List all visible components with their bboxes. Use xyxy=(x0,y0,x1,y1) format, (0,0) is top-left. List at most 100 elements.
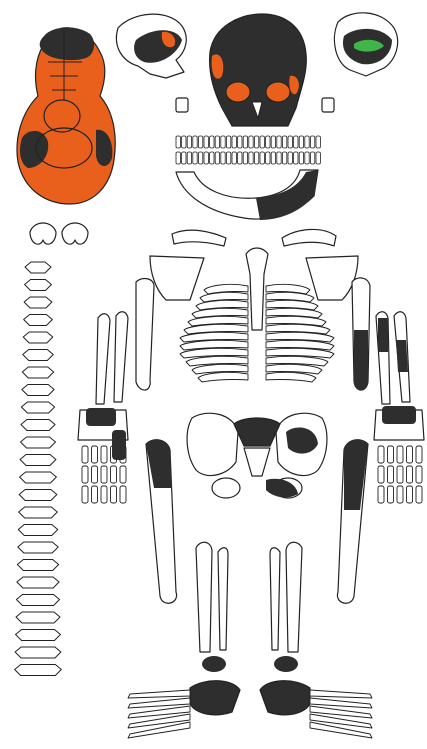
vertebra-1 xyxy=(25,262,51,273)
tooth-upper-6 xyxy=(210,136,214,148)
tooth-lower-12 xyxy=(243,152,247,164)
phalanx-right-2-2 xyxy=(388,466,394,483)
tooth-lower-20 xyxy=(288,152,292,164)
rib-right-12 xyxy=(266,372,316,382)
fibula-left xyxy=(218,548,228,650)
phalanx-right-5-3 xyxy=(416,486,422,503)
tooth-lower-16 xyxy=(266,152,270,164)
tooth-upper-11 xyxy=(238,136,242,148)
vertebra-7 xyxy=(22,367,53,378)
vertebra-12 xyxy=(20,455,56,466)
tooth-lower-2 xyxy=(187,152,191,164)
sternum xyxy=(246,248,268,330)
phalanx-left-2-2 xyxy=(92,466,98,483)
metatarsal-left-2 xyxy=(128,698,190,708)
vertebral-column xyxy=(15,262,62,676)
clavicles xyxy=(172,229,336,246)
scapula-right xyxy=(306,256,358,300)
skull-anterior-view xyxy=(210,14,307,126)
scapula-left xyxy=(150,256,204,300)
tooth-upper-5 xyxy=(204,136,208,148)
phalanx-left-2-3 xyxy=(92,486,98,503)
phalanx-left-1-2 xyxy=(82,466,88,483)
tarsals-left-dark xyxy=(190,681,240,715)
vertebra-16 xyxy=(18,525,58,536)
tooth-lower-7 xyxy=(215,152,219,164)
tooth-lower-19 xyxy=(282,152,286,164)
tooth-lower-5 xyxy=(204,152,208,164)
tooth-upper-19 xyxy=(282,136,286,148)
pelvis xyxy=(187,413,327,498)
tooth-lower-8 xyxy=(221,152,225,164)
hand-left-dark-1 xyxy=(112,430,126,460)
mandible xyxy=(176,170,318,220)
phalanx-left-3-1 xyxy=(101,446,107,463)
phalanx-left-5-2 xyxy=(120,466,126,483)
tooth-upper-1 xyxy=(182,136,186,148)
tibia-left xyxy=(196,542,212,652)
ulna-right-dark xyxy=(396,340,408,372)
tooth-upper-4 xyxy=(198,136,202,148)
tooth-lower-4 xyxy=(198,152,202,164)
tooth-lower-18 xyxy=(277,152,281,164)
phalanx-right-3-3 xyxy=(397,486,403,503)
vertebra-13 xyxy=(20,472,57,483)
vertebra-2 xyxy=(25,280,52,291)
patella-right xyxy=(274,656,298,672)
tooth-lower-9 xyxy=(226,152,230,164)
phalanx-left-5-3 xyxy=(120,486,126,503)
vertebra-10 xyxy=(21,420,55,431)
tarsals-right-dark xyxy=(260,681,310,715)
tooth-upper-3 xyxy=(193,136,197,148)
hand-left-dark-0 xyxy=(86,408,116,426)
phalanx-right-3-1 xyxy=(397,446,403,463)
vertebra-22 xyxy=(16,630,61,641)
mandible-right-dark xyxy=(256,170,318,220)
tooth-lower-13 xyxy=(249,152,253,164)
atlas-vertebra xyxy=(30,223,56,244)
sacrum-dark xyxy=(234,418,280,446)
tooth-upper-10 xyxy=(232,136,236,148)
phalanx-right-4-2 xyxy=(407,466,413,483)
tooth-upper-17 xyxy=(271,136,275,148)
skull-lateral-right xyxy=(334,13,397,76)
vertebra-21 xyxy=(16,612,60,623)
vertebra-3 xyxy=(24,297,52,308)
cranium-superior-view xyxy=(17,27,115,204)
tooth-upper-16 xyxy=(266,136,270,148)
vertebra-17 xyxy=(18,542,58,553)
phalanx-right-1-1 xyxy=(378,446,384,463)
phalanx-right-1-3 xyxy=(378,486,384,503)
tooth-upper-14 xyxy=(254,136,258,148)
rib-left-12 xyxy=(198,372,248,382)
tooth-upper-18 xyxy=(277,136,281,148)
tooth-lower-6 xyxy=(210,152,214,164)
clavicle-left xyxy=(172,230,226,246)
vertebra-11 xyxy=(21,437,56,448)
sacrum-lower xyxy=(244,448,270,476)
phalanx-left-3-3 xyxy=(101,486,107,503)
right-orbit xyxy=(266,82,290,102)
vertebra-20 xyxy=(16,595,59,606)
cranium-dark-patch xyxy=(40,27,94,60)
phalanx-left-1-1 xyxy=(82,446,88,463)
tooth-lower-0 xyxy=(176,152,180,164)
feet xyxy=(128,681,372,738)
phalanx-right-1-2 xyxy=(378,466,384,483)
tooth-upper-25 xyxy=(316,136,320,148)
phalanx-left-3-2 xyxy=(101,466,107,483)
tooth-upper-13 xyxy=(249,136,253,148)
phalanx-left-2-1 xyxy=(92,446,98,463)
phalanx-right-4-3 xyxy=(407,486,413,503)
tooth-upper-21 xyxy=(294,136,298,148)
skull-lateral-left xyxy=(116,14,186,78)
vertebra-15 xyxy=(19,507,58,518)
tooth-lower-3 xyxy=(193,152,197,164)
phalanx-right-2-3 xyxy=(388,486,394,503)
phalanx-right-5-1 xyxy=(416,446,422,463)
tooth-lower-10 xyxy=(232,152,236,164)
tooth-upper-2 xyxy=(187,136,191,148)
vertebra-14 xyxy=(19,490,57,501)
ilium-left xyxy=(187,413,238,475)
phalanx-left-4-3 xyxy=(111,486,117,503)
